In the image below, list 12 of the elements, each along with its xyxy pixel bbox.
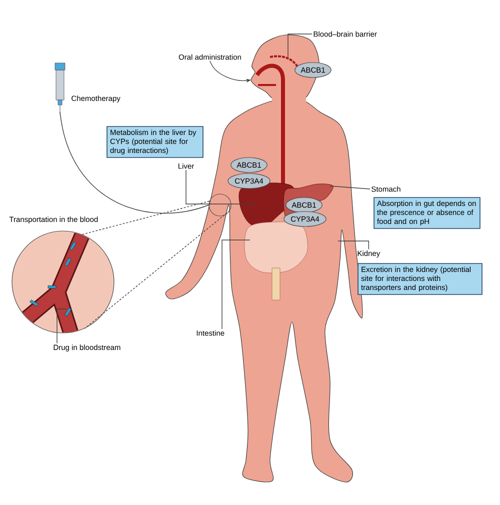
syringe-drawing (54, 62, 66, 114)
magnified-vessel-drawing (12, 230, 114, 334)
tube (60, 112, 210, 214)
leader-line (222, 240, 250, 330)
leader-line (288, 34, 312, 58)
leader-line (186, 170, 258, 204)
leader-line (338, 240, 370, 250)
dotted-line (84, 210, 230, 329)
dotted-line (82, 200, 210, 235)
magnifier-circle (208, 194, 232, 216)
leader-line (330, 186, 370, 190)
leader-line (56, 308, 66, 344)
